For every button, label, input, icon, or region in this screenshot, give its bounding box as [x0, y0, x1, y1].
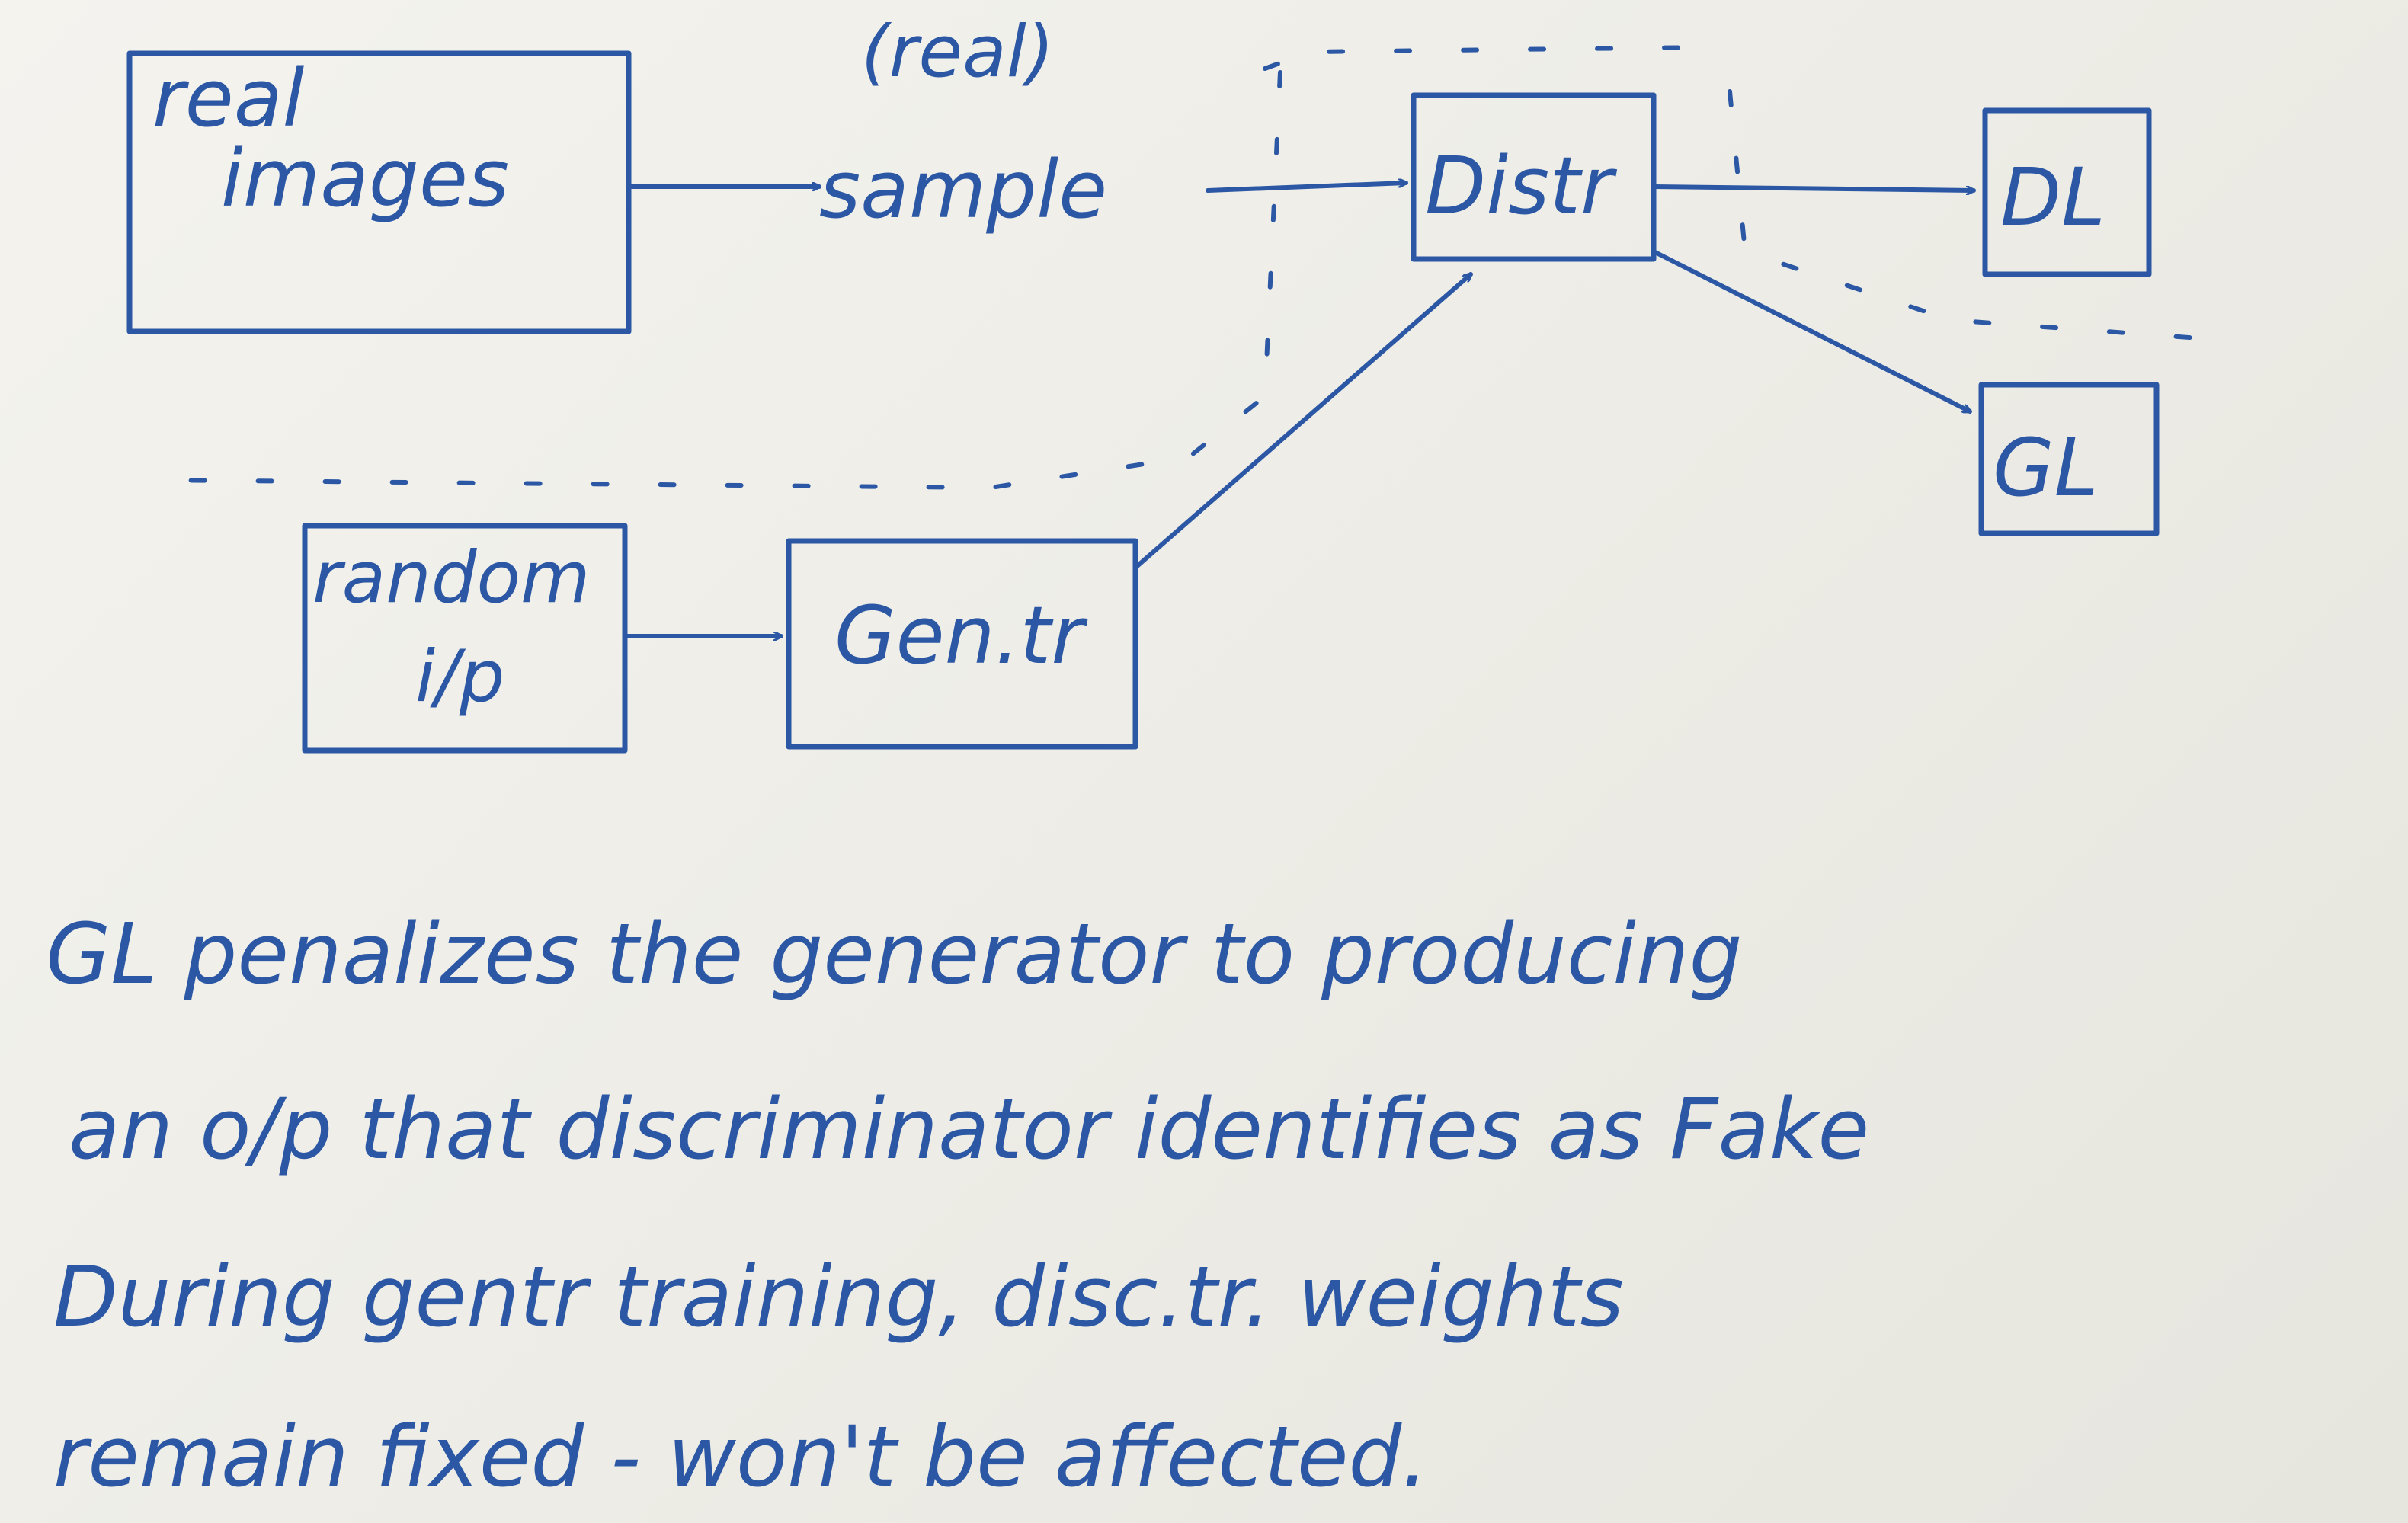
dl-box: [1982, 107, 2152, 277]
note-line-2: an o/p that discriminator identifies as …: [69, 1080, 1869, 1178]
random-input-label-line2: i/p: [415, 635, 504, 718]
generator-node: Gen.tr: [786, 538, 1138, 750]
dashed-boundary-right: [1728, 89, 2212, 341]
sample-node: (real) sample: [819, 11, 1107, 236]
explanatory-note: GL penalizes the generator to producing …: [46, 905, 1869, 1505]
generator-box: [786, 538, 1138, 750]
real-images-label-line2: images: [221, 132, 509, 225]
dl-node: DL: [1982, 107, 2152, 277]
note-line-4: remain fixed - won't be affected.: [53, 1408, 1428, 1505]
note-line-1: GL penalizes the generator to producing: [46, 905, 1742, 1003]
random-input-label-line1: random: [312, 536, 591, 619]
discriminator-label: Distr: [1425, 139, 1618, 232]
discriminator-box: [1411, 92, 1657, 262]
arrow-sample-to-discriminator: [1206, 183, 1408, 193]
gl-node: GL: [1978, 382, 2160, 536]
real-images-box: [126, 50, 632, 334]
discriminator-node: Distr: [1411, 92, 1657, 262]
note-line-3: During gentr training, disc.tr. weights: [53, 1248, 1624, 1345]
arrow-generator-to-discriminator: [1133, 274, 1471, 570]
dl-label: DL: [2000, 151, 2105, 244]
sample-label: sample: [819, 143, 1107, 236]
dashed-boundary-upper: [150, 45, 1709, 491]
arrow-discriminator-to-dl: [1651, 184, 1976, 190]
real-images-node: real images: [126, 50, 632, 334]
random-input-node: random i/p: [302, 523, 628, 754]
gl-label: GL: [1993, 421, 2099, 514]
arrow-discriminator-to-gl: [1651, 249, 1970, 414]
real-images-label-line1: real: [152, 52, 304, 145]
gl-box: [1978, 382, 2160, 536]
generator-label: Gen.tr: [834, 589, 1088, 682]
sample-annotation: (real): [861, 11, 1055, 94]
